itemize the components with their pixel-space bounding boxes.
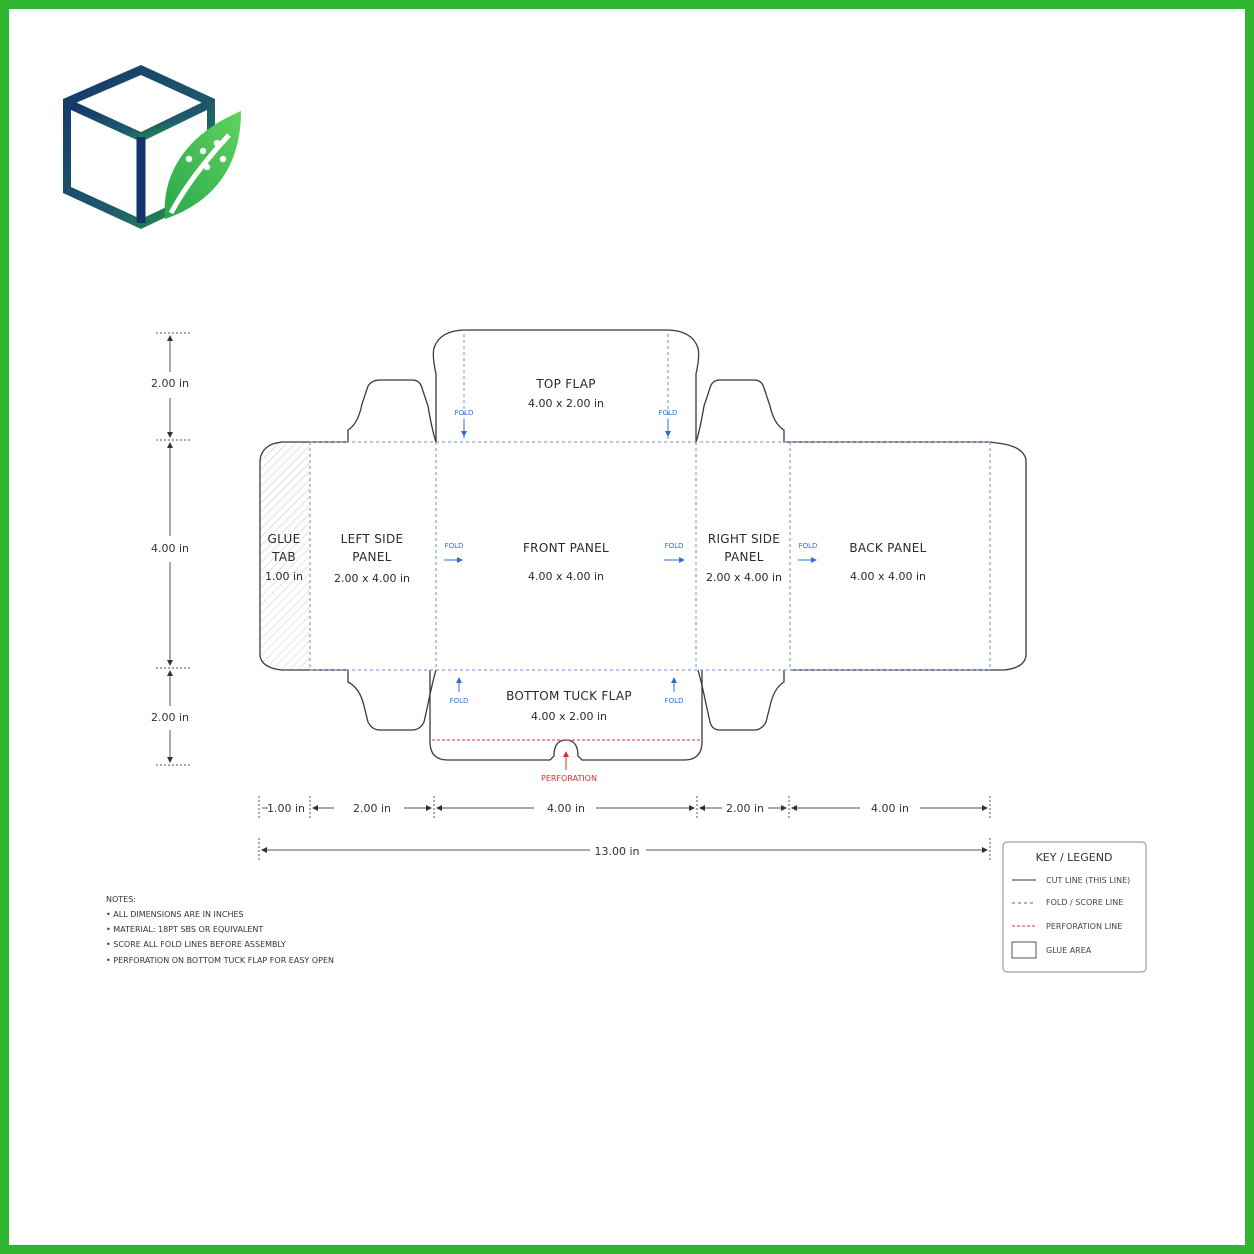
left-side-name-2: PANEL	[352, 550, 391, 564]
box-dieline-diagram: PERFORATION TOP FLAP 4.00 x 2.00 in GLUE…	[106, 329, 1147, 973]
front-panel-name: FRONT PANEL	[523, 541, 609, 555]
dim-left-side: 2.00 in	[353, 802, 391, 815]
dim-total: 13.00 in	[594, 845, 639, 858]
glue-tab-name-1: GLUE	[268, 532, 301, 546]
right-side-dim: 2.00 x 4.00 in	[706, 571, 782, 584]
dim-glue-tab: 1.00 in	[267, 802, 305, 815]
top-flap-name: TOP FLAP	[535, 377, 596, 391]
left-side-dim: 2.00 x 4.00 in	[334, 572, 410, 585]
note-item: • SCORE ALL FOLD LINES BEFORE ASSEMBLY	[106, 940, 286, 949]
dim-right-side: 2.00 in	[726, 802, 764, 815]
dim-vertical-top: 2.00 in	[151, 377, 189, 390]
legend-glue-label: GLUE AREA	[1046, 946, 1092, 955]
top-flap-dim: 4.00 x 2.00 in	[528, 397, 604, 410]
dim-front: 4.00 in	[547, 802, 585, 815]
bottom-tuck-flap-name: BOTTOM TUCK FLAP	[506, 689, 632, 703]
fold-indicators: FOLD FOLD FOLD FOLD FOLD FOLD FOLD	[444, 409, 817, 705]
fold-label: FOLD	[665, 697, 684, 705]
legend-cut-label: CUT LINE (THIS LINE)	[1046, 876, 1130, 885]
right-side-name-2: PANEL	[724, 550, 763, 564]
fold-label: FOLD	[445, 542, 464, 550]
left-side-name-1: LEFT SIDE	[341, 532, 404, 546]
front-panel-dim: 4.00 x 4.00 in	[528, 570, 604, 583]
legend-box: KEY / LEGEND CUT LINE (THIS LINE) FOLD /…	[1002, 841, 1147, 973]
glue-tab-dim: 1.00 in	[265, 570, 303, 583]
legend-glue-swatch	[1011, 941, 1037, 959]
fold-label: FOLD	[659, 409, 678, 417]
dim-back: 4.00 in	[871, 802, 909, 815]
back-panel-name: BACK PANEL	[849, 541, 926, 555]
box-leaf-logo-icon	[63, 65, 241, 229]
fold-lines	[309, 334, 991, 671]
notes-title: NOTES:	[106, 895, 136, 904]
fold-label: FOLD	[455, 409, 474, 417]
note-item: • MATERIAL: 18PT SBS OR EQUIVALENT	[106, 925, 263, 934]
right-side-name-1: RIGHT SIDE	[708, 532, 780, 546]
fold-label: FOLD	[665, 542, 684, 550]
horizontal-dimensions	[258, 796, 991, 862]
fold-label: FOLD	[799, 542, 818, 550]
cut-lines	[259, 329, 1027, 761]
perforation-label: PERFORATION	[541, 774, 597, 783]
legend-title: KEY / LEGEND	[1036, 851, 1113, 864]
vertical-dimensions	[156, 332, 190, 766]
glue-tab-area	[260, 442, 310, 670]
dim-vertical-bottom: 2.00 in	[151, 711, 189, 724]
fold-label: FOLD	[450, 697, 469, 705]
legend-perforation-label: PERFORATION LINE	[1046, 922, 1122, 931]
note-item: • ALL DIMENSIONS ARE IN INCHES	[106, 910, 244, 919]
glue-tab-name-2: TAB	[271, 550, 296, 564]
dim-vertical-middle: 4.00 in	[151, 542, 189, 555]
back-panel-dim: 4.00 x 4.00 in	[850, 570, 926, 583]
legend-fold-label: FOLD / SCORE LINE	[1046, 898, 1123, 907]
note-item: • PERFORATION ON BOTTOM TUCK FLAP FOR EA…	[106, 956, 334, 965]
bottom-tuck-flap-dim: 4.00 x 2.00 in	[531, 710, 607, 723]
notes-block: NOTES: • ALL DIMENSIONS ARE IN INCHES • …	[106, 895, 334, 965]
